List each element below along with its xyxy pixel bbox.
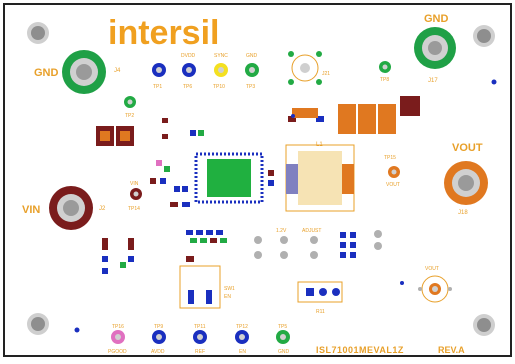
dvdd-label: DVDD [181,53,196,59]
vout-tp-label: VOUT [386,182,400,188]
r11-label: R11 [316,309,325,315]
test-point-tp8[interactable] [379,61,391,73]
tp8-label: TP8 [380,77,389,83]
gnd-jack-left[interactable] [62,50,106,94]
v12-label: 1.2V [276,228,287,234]
test-point-tp12[interactable] [235,330,249,344]
j4-label: J4 [114,68,121,74]
pgood-label: PGOOD [108,349,127,355]
test-point-tp2[interactable] [124,96,136,108]
tp9-label: TP9 [154,324,163,330]
j2-label: J2 [99,206,106,212]
sma-connector-j21[interactable] [288,51,322,85]
tp1-label: TP1 [153,84,162,90]
regulator-ic [194,152,264,204]
test-point-tp9[interactable] [152,330,166,344]
enable-switch-sw1[interactable] [179,256,221,309]
voltage-select-header[interactable] [254,236,318,259]
test-point-tp3[interactable] [245,63,259,77]
tp5-label: TP5 [278,324,287,330]
test-point-tp16[interactable] [111,330,125,344]
tp12-label: TP12 [236,324,248,330]
input-capacitors [96,126,134,146]
mounting-hole-bottom-left [27,313,49,335]
potentiometer-r11[interactable] [297,281,343,303]
mounting-hole-top-left [27,22,49,44]
ref-label: REF [195,349,205,355]
vin-tp-label: VIN [130,181,139,187]
inductor-l1 [285,144,355,212]
test-point-tp11[interactable] [193,330,207,344]
en-label: EN [239,349,246,355]
tp2-label: TP2 [125,113,134,119]
vin-jack[interactable] [49,186,93,230]
gnd-right-label: GND [424,13,449,25]
vout-jack[interactable] [444,161,488,205]
tp10-label: TP10 [213,84,225,90]
board-rev: REV.A [438,345,465,355]
test-point-tp6[interactable] [182,63,196,77]
mounting-hole-top-right [473,25,495,47]
sync-label: SYNC [214,53,228,59]
intersil-logo: intersil [108,14,219,52]
gnd-tp-label: GND [246,53,258,59]
j21-label: J21 [322,71,330,77]
l1-label: L1 [316,142,323,148]
vout-sense-jack[interactable] [418,275,452,303]
test-point-tp1[interactable] [152,63,166,77]
tp3-label: TP3 [246,84,255,90]
tp16-label: TP16 [112,324,124,330]
mounting-hole-bottom-right [473,314,495,336]
vout-label: VOUT [452,142,483,154]
en-switch-label: EN [224,294,231,300]
adjust-label: ADJUST [302,228,321,234]
tp6-label: TP6 [183,84,192,90]
test-point-tp14[interactable] [130,188,142,200]
tp11-label: TP11 [194,324,206,330]
tp15-label: TP15 [384,155,396,161]
sw1-label: SW1 [224,286,235,292]
test-point-tp10-sync[interactable] [214,63,228,77]
gnd-jack-right[interactable] [414,27,456,69]
resistor-array-right [340,230,382,258]
test-point-tp5[interactable] [276,330,290,344]
test-point-tp15[interactable] [388,166,400,178]
j17-label: J17 [428,78,438,84]
small-passives [150,116,324,243]
output-capacitors [292,96,420,134]
resistor-array-left [102,238,134,274]
gnd-left-label: GND [34,67,59,79]
j18-label: J18 [458,210,468,216]
vias [74,79,497,333]
avdd-label: AVDD [151,349,165,355]
gnd-bottom-label: GND [278,349,290,355]
vout-small-label: VOUT [425,266,439,272]
board-id: ISL71001MEVAL1Z [316,345,404,355]
vin-label: VIN [22,204,40,216]
tp14-label: TP14 [128,206,140,212]
